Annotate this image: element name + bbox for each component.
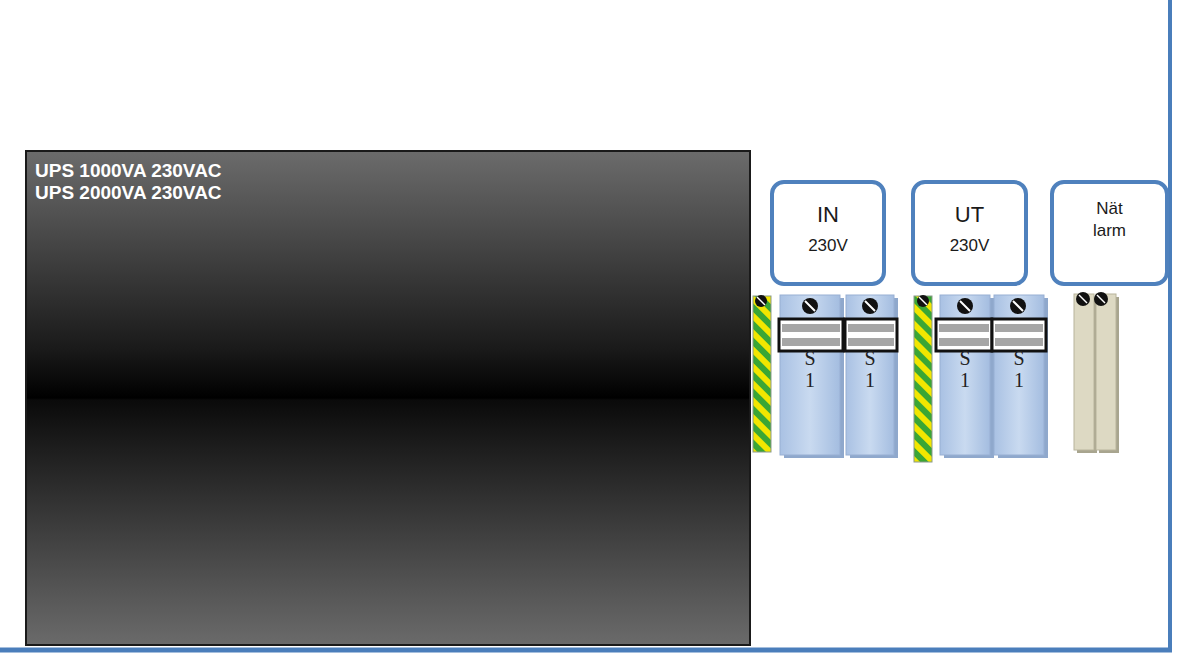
terminal-block — [992, 295, 1048, 458]
label-box: UT 230V — [911, 180, 1028, 286]
terminal-block — [779, 295, 844, 458]
terminal-block: S 1 — [780, 295, 840, 455]
ups-unit: UPS 1000VA 230VACUPS 2000VA 230VAC — [25, 150, 751, 646]
frame-line — [0, 648, 1172, 653]
earth-terminal — [753, 295, 771, 452]
model-label: UPS 1000VA 230VAC — [35, 160, 741, 182]
terminal-block — [936, 295, 994, 458]
terminal-label: S 1 — [958, 347, 972, 391]
label-box: Nät larm — [1050, 180, 1169, 286]
frame-line — [1168, 0, 1172, 652]
model-label: UPS 2000VA 230VAC — [35, 182, 741, 204]
terminal-block: S 1 — [940, 295, 990, 455]
alarm-terminal — [1074, 292, 1097, 453]
terminal-block — [845, 295, 898, 458]
box-label: IN — [774, 202, 882, 228]
terminal-label: S 1 — [1012, 347, 1026, 391]
label-box: IN 230V — [770, 180, 886, 286]
earth-terminal — [914, 295, 932, 462]
terminal-block: S 1 — [994, 295, 1044, 455]
terminal-label: S 1 — [863, 347, 877, 391]
box-label: 230V — [915, 236, 1024, 256]
alarm-terminal — [1094, 292, 1119, 453]
box-label: UT — [915, 202, 1024, 228]
box-label: 230V — [774, 236, 882, 256]
terminal-block: S 1 — [846, 295, 894, 455]
box-label: Nät larm — [1086, 198, 1134, 242]
terminal-label: S 1 — [803, 347, 817, 391]
